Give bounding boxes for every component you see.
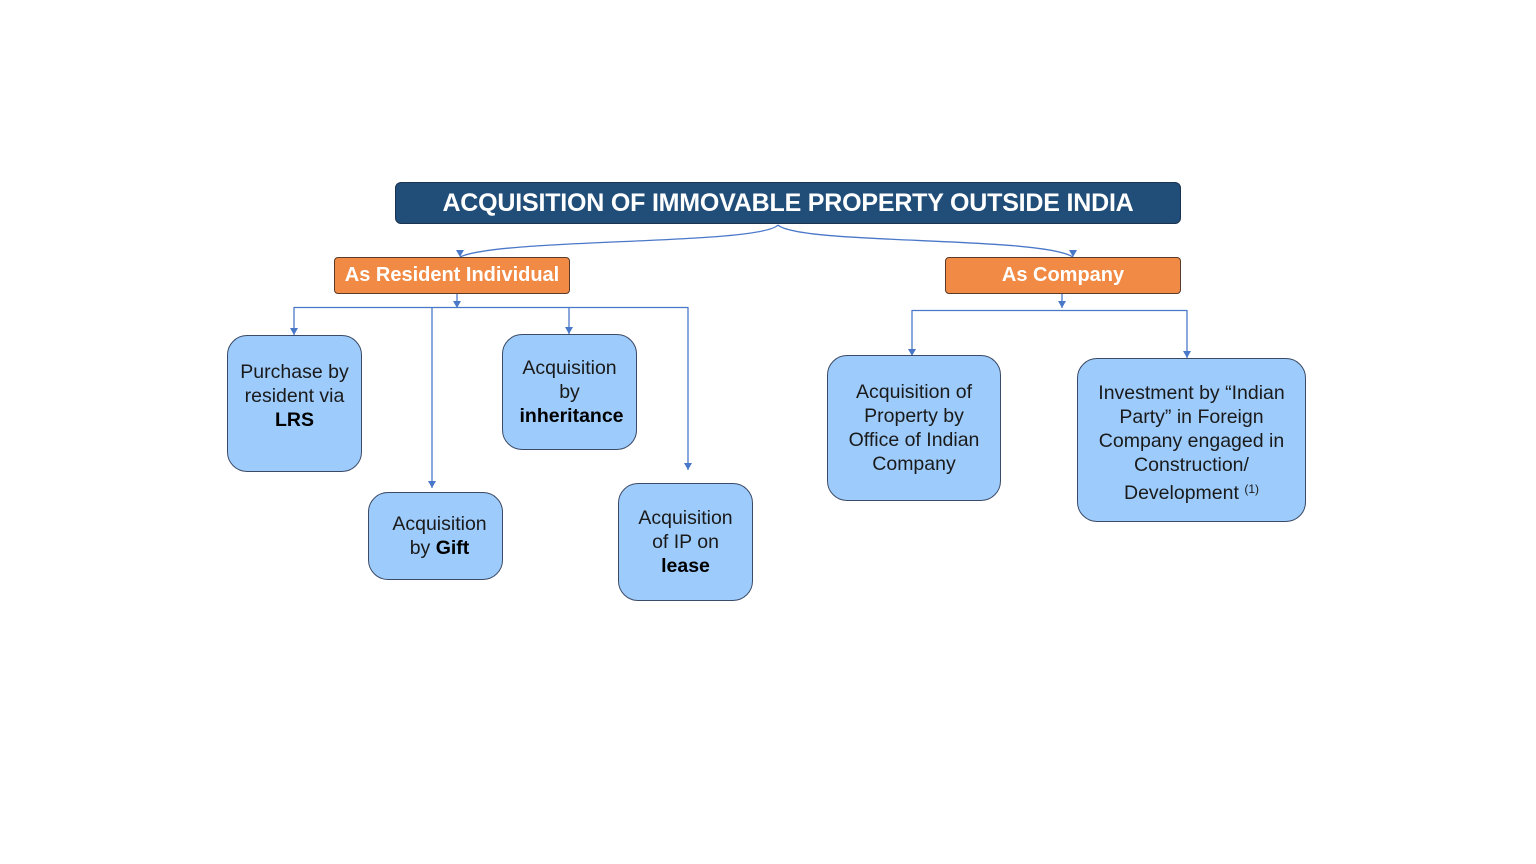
node-text: Acquisition by — [522, 357, 617, 403]
category-resident-individual: As Resident Individual — [334, 257, 570, 294]
footnote-marker: (1) — [1244, 482, 1259, 496]
node-acquisition-ip-on-lease: Acquisition of IP on lease — [618, 483, 753, 601]
diagram-title: ACQUISITION OF IMMOVABLE PROPERTY OUTSID… — [395, 182, 1181, 224]
node-text: Acquisition of Property by Office of Ind… — [848, 381, 980, 475]
node-bold-text: LRS — [275, 409, 314, 431]
node-investment-by-indian-party: Investment by “Indian Party” in Foreign … — [1077, 358, 1306, 522]
node-purchase-via-lrs: Purchase by resident via LRS — [227, 335, 362, 472]
connector-title-resident — [456, 224, 779, 258]
node-bold-text: Gift — [435, 537, 470, 559]
node-acquisition-by-gift: Acquisition by Gift — [368, 492, 503, 580]
node-text: Investment by “Indian Party” in Foreign … — [1098, 382, 1285, 504]
node-bold-text: lease — [661, 555, 710, 577]
node-text: Purchase by resident via — [240, 361, 349, 407]
node-text: Acquisition by — [392, 513, 487, 559]
connector-title-company — [777, 224, 1077, 258]
node-bold-text: inheritance — [519, 405, 624, 427]
node-acquisition-by-inheritance: Acquisition by inheritance — [502, 334, 637, 450]
category-company: As Company — [945, 257, 1181, 294]
node-text: Acquisition of IP on — [638, 507, 733, 553]
node-acquisition-by-office: Acquisition of Property by Office of Ind… — [827, 355, 1001, 501]
